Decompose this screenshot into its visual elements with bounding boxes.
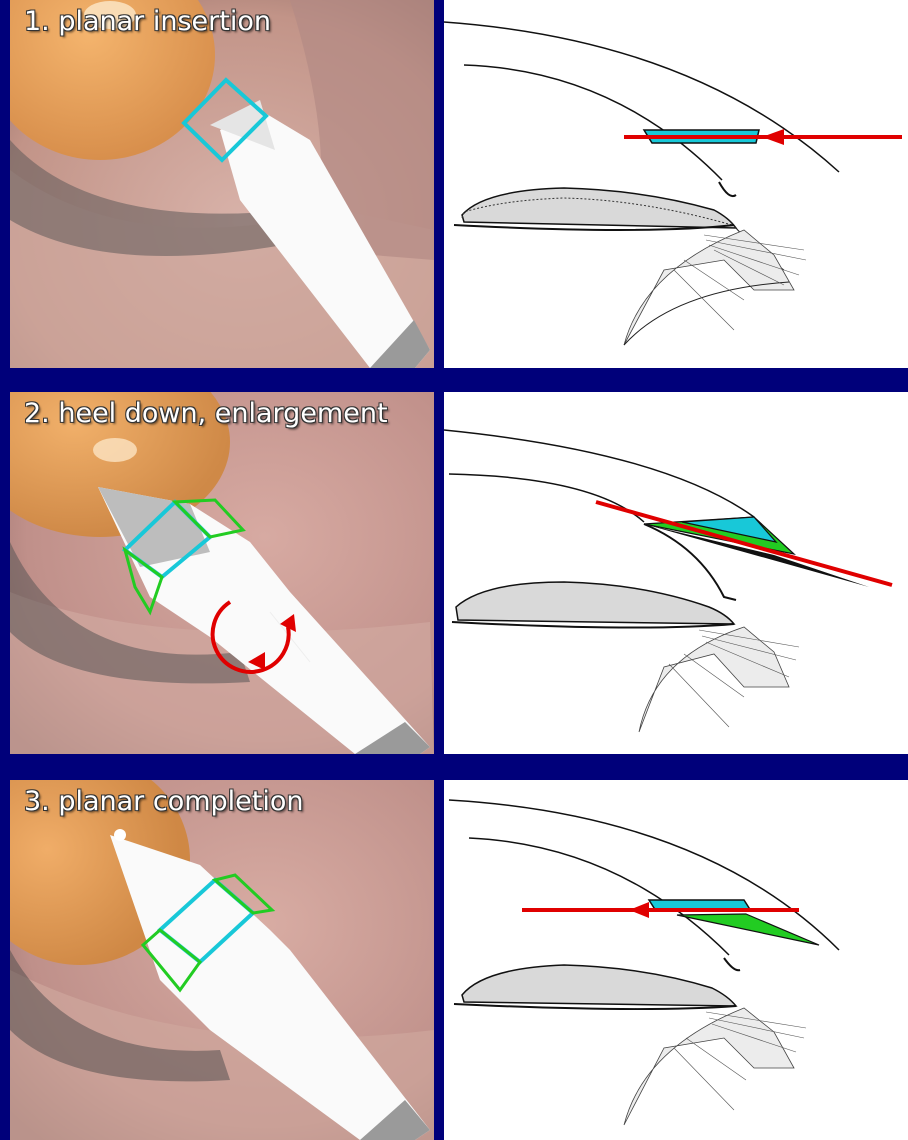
diagram-step-2	[444, 392, 908, 754]
photo-step-3: 3. planar completion	[10, 780, 434, 1140]
photo-step-1: 1. planar insertion	[10, 0, 434, 368]
green-plane-outline	[143, 930, 200, 990]
cyan-blade-outline	[125, 502, 210, 577]
step-2-label: 2. heel down, enlargement	[24, 398, 388, 429]
cyan-blade-outline	[160, 880, 253, 962]
step-3-label: 3. planar completion	[24, 786, 304, 817]
step-1-label: 1. planar insertion	[24, 6, 271, 37]
green-plane-outline	[125, 550, 162, 612]
green-plane-outline	[175, 500, 243, 537]
cyan-blade-outline	[184, 80, 266, 160]
photo-step-2: 2. heel down, enlargement	[10, 392, 434, 754]
diagram-step-1	[444, 0, 908, 368]
diagram-step-3	[444, 780, 908, 1140]
